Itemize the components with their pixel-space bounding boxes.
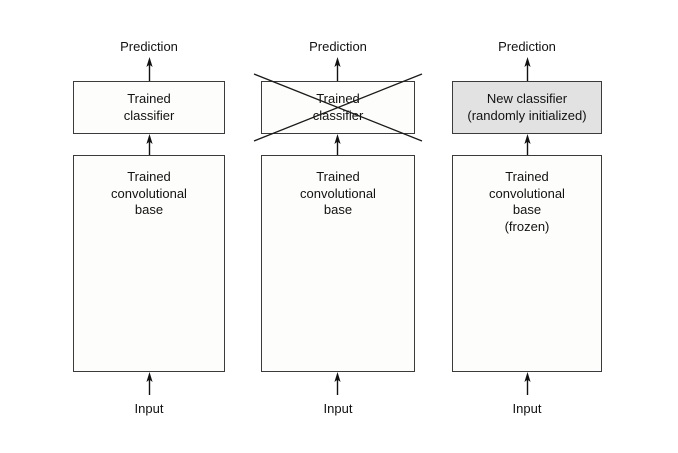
- prediction-label-3: Prediction: [498, 39, 556, 54]
- base-line-3b: convolutional: [489, 185, 565, 201]
- classifier-line-3a: New classifier: [486, 91, 568, 106]
- classifier-line-3b: (randomly initialized): [467, 107, 587, 123]
- new-classifier-box-3: New classifier (randomly initialized): [452, 81, 602, 134]
- arrow-classifier-to-prediction-2: [331, 57, 344, 81]
- arrow-base-to-classifier-3: [521, 134, 534, 155]
- arrow-classifier-to-prediction-3: [521, 57, 534, 81]
- base-line-2b: convolutional: [300, 185, 376, 201]
- classifier-line-1b: classifier: [123, 107, 175, 123]
- arrow-input-to-base-1: [143, 372, 156, 395]
- prediction-label-1: Prediction: [120, 39, 178, 54]
- arrow-input-to-base-3: [521, 372, 534, 395]
- base-line-3d: (frozen): [504, 218, 550, 234]
- base-line-3a: Trained: [505, 169, 549, 184]
- classifier-line-1a: Trained: [127, 91, 171, 106]
- base-line-2c: base: [323, 202, 353, 217]
- trained-convolutional-base-frozen-box-3: Trained convolutional base (frozen): [452, 155, 602, 372]
- trained-classifier-box-1: Trained classifier: [73, 81, 225, 134]
- input-label-3: Input: [512, 401, 542, 416]
- classifier-line-2a: Trained: [316, 91, 360, 106]
- input-label-2: Input: [323, 401, 353, 416]
- classifier-line-2b: classifier: [312, 107, 364, 123]
- base-line-3c: base: [512, 202, 542, 217]
- base-line-1a: Trained: [127, 169, 171, 184]
- base-line-1b: convolutional: [111, 185, 187, 201]
- prediction-label-2: Prediction: [309, 39, 367, 54]
- input-label-1: Input: [134, 401, 164, 416]
- arrow-classifier-to-prediction-1: [143, 57, 156, 81]
- base-line-2a: Trained: [316, 169, 360, 184]
- trained-convolutional-base-box-2: Trained convolutional base: [261, 155, 415, 372]
- arrow-input-to-base-2: [331, 372, 344, 395]
- arrow-base-to-classifier-2: [331, 134, 344, 155]
- base-line-1c: base: [134, 202, 164, 217]
- arrow-base-to-classifier-1: [143, 134, 156, 155]
- trained-convolutional-base-box-1: Trained convolutional base: [73, 155, 225, 372]
- trained-classifier-box-2: Trained classifier: [261, 81, 415, 134]
